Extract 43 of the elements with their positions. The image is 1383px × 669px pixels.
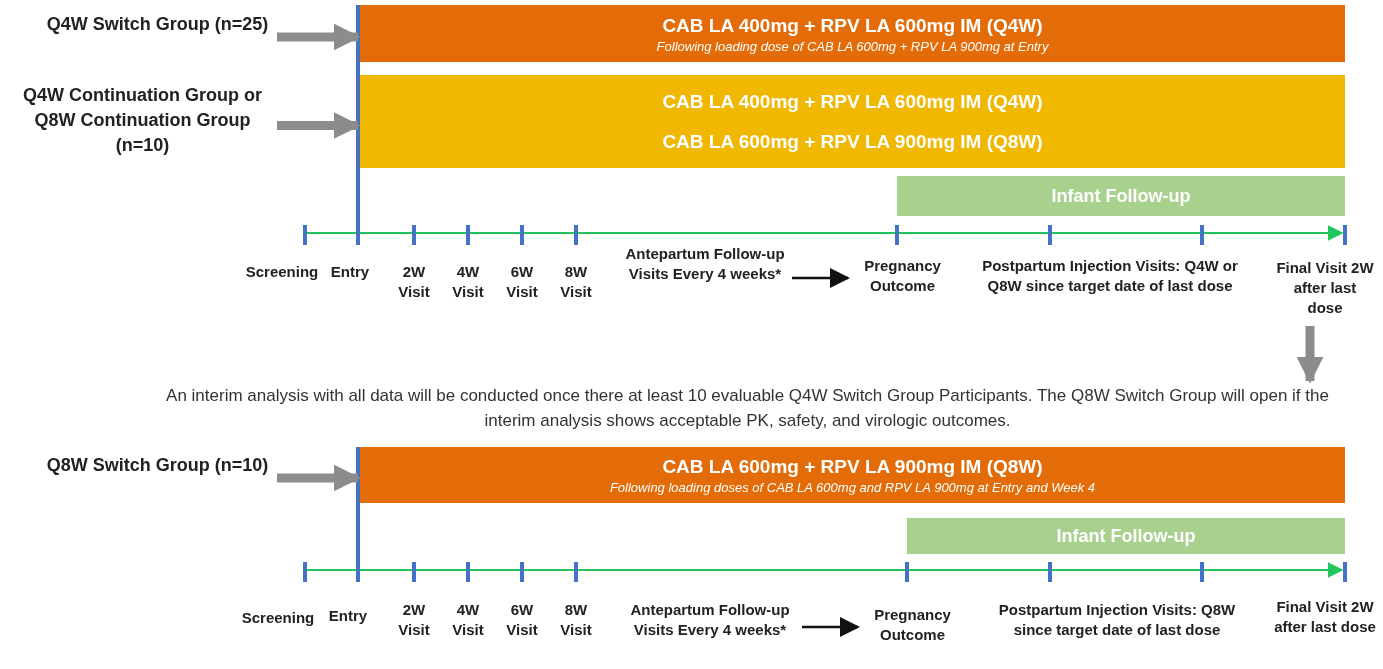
dose-text: CAB LA 600mg + RPV LA 900mg IM (Q8W) — [662, 455, 1043, 479]
group-label: Q8W Switch Group (n=10) — [40, 453, 275, 503]
dose-text: Infant Follow-up — [1056, 525, 1196, 548]
timeline-label: Screening — [244, 262, 320, 282]
dose-text: CAB LA 600mg + RPV LA 900mg IM (Q8W) — [662, 129, 1043, 154]
dose-note: Following loading dose of CAB LA 600mg + RPV LA 900mg at Entry — [656, 38, 1049, 55]
arrow — [1296, 326, 1324, 384]
timeline-label: Pregnancy Outcome — [860, 605, 965, 649]
timeline-label: 6W Visit — [505, 262, 539, 302]
dose-bar — [360, 75, 1345, 168]
timeline-label: Entry — [329, 262, 371, 282]
timeline-label: 2W Visit — [397, 262, 431, 302]
timeline-label: Postpartum Injection Visits: Q8W since target date of last dose — [997, 600, 1237, 640]
group-label: Q4W Continuation Group or Q8W Continuation Group (n=10) — [10, 83, 275, 188]
arrow — [277, 23, 361, 51]
timeline-label: Postpartum Injection Visits: Q4W or Q8W since target date of last dose — [981, 256, 1239, 296]
arrow — [792, 268, 850, 288]
timeline-label: 4W Visit — [451, 262, 485, 302]
timeline-label: 2W Visit — [397, 600, 431, 640]
dose-bar — [360, 447, 1345, 503]
timeline-label: Antepartum Follow-up Visits Every 4 weeks* — [620, 600, 800, 666]
dose-text: CAB LA 400mg + RPV LA 600mg IM (Q4W) — [662, 89, 1043, 114]
follow-up-bar — [907, 518, 1345, 554]
timeline-label: 4W Visit — [451, 600, 485, 640]
timeline-label: Screening — [240, 608, 316, 628]
timeline-label: 8W Visit — [559, 600, 593, 640]
timeline-label: 8W Visit — [559, 262, 593, 302]
timeline-label: Final Visit 2W after last dose — [1275, 258, 1375, 324]
arrow — [277, 112, 361, 139]
note-text: An interim analysis with all data will be conducted once there at least 10 evaluable Q4W Switch Group Participants. The Q8W Switch Group will open if the interim analysis shows acceptable PK, safety, and virologic outcomes. — [150, 383, 1345, 433]
arrow — [277, 464, 361, 492]
dose-text: Infant Follow-up — [1051, 185, 1191, 208]
follow-up-bar — [897, 176, 1345, 216]
arrow — [802, 617, 860, 637]
timeline-label: Antepartum Follow-up Visits Every 4 weeks* — [620, 244, 790, 310]
timeline-label: Entry — [327, 606, 369, 626]
timeline-label: Final Visit 2W after last dose — [1270, 597, 1380, 663]
group-label: Q4W Switch Group (n=25) — [40, 12, 275, 62]
timeline-label: 6W Visit — [505, 600, 539, 640]
dose-bar — [360, 5, 1345, 62]
dose-note: Following loading doses of CAB LA 600mg and RPV LA 900mg at Entry and Week 4 — [609, 480, 1096, 496]
dose-text: CAB LA 400mg + RPV LA 600mg IM (Q4W) — [662, 13, 1043, 38]
timeline-label: Pregnancy Outcome — [850, 256, 955, 300]
